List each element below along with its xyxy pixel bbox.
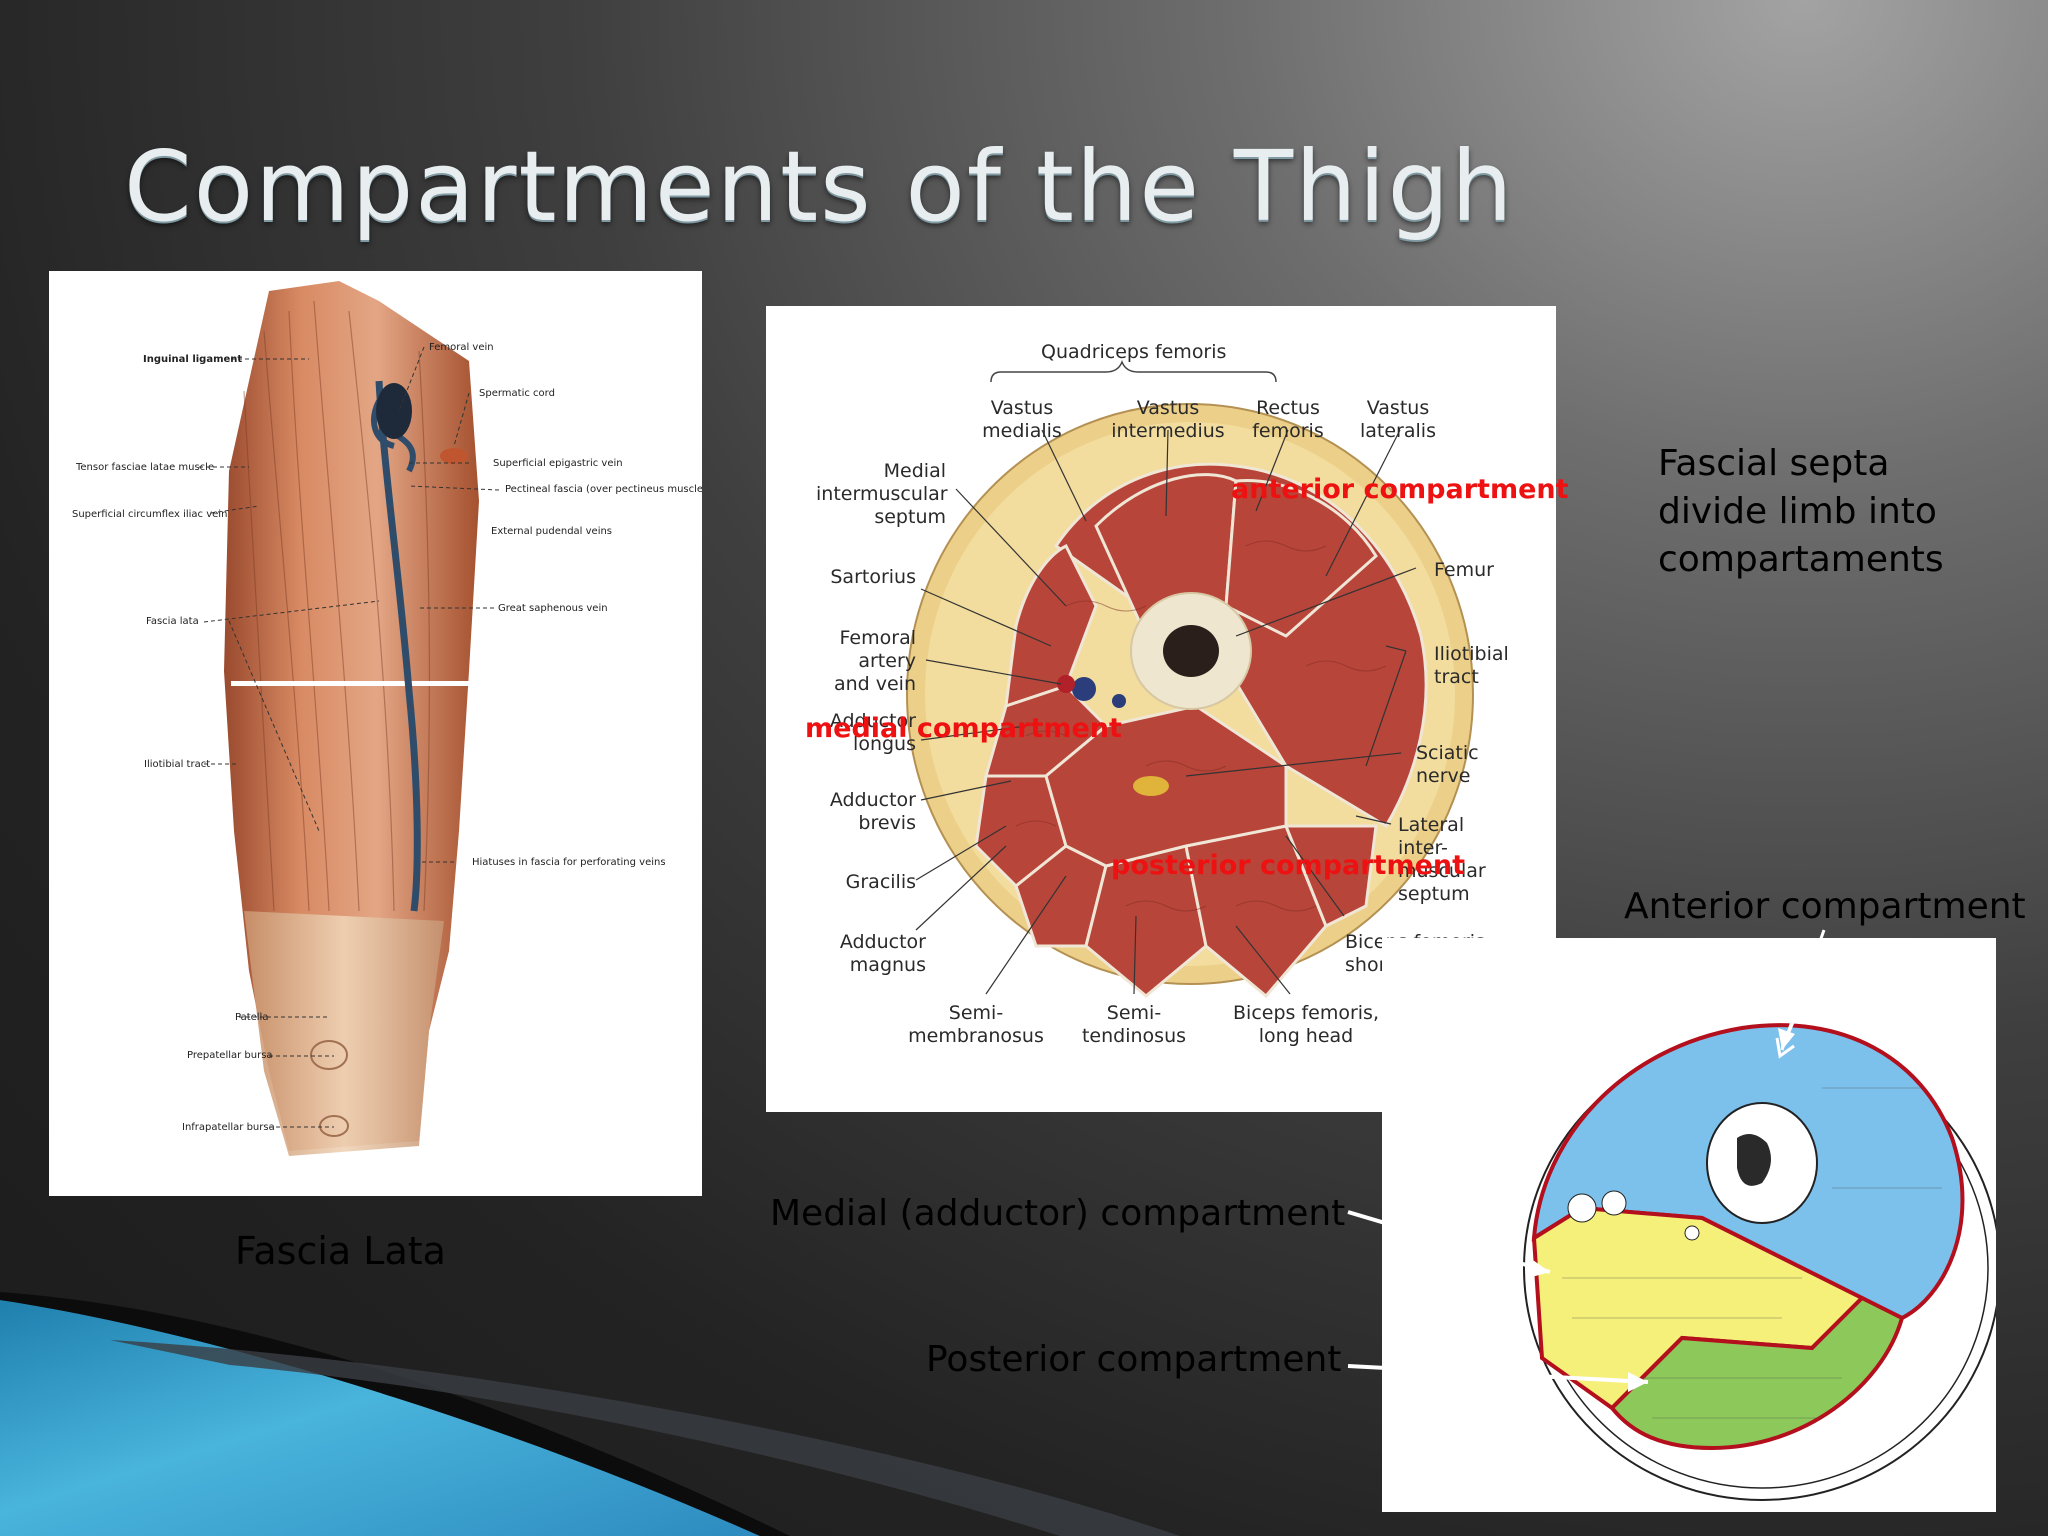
overlay-anterior-compartment: anterior compartment <box>1231 474 1569 505</box>
label-gracilis: Gracilis <box>845 871 916 893</box>
label-prepatellar-bursa: Prepatellar bursa <box>187 1050 273 1061</box>
label-quadriceps-femoris: Quadriceps femoris <box>1041 341 1227 363</box>
label-medial-adductor-compartment: Medial (adductor) compartment <box>770 1193 1346 1234</box>
label-superficial-circumflex-iliac-vein: Superficial circumflex iliac vein <box>72 509 228 520</box>
label-posterior-compartment: Posterior compartment <box>926 1339 1342 1380</box>
label-adductor-longus: Adductor longus <box>829 710 916 755</box>
label-hiatuses: Hiatuses in fascia for perforating veins <box>472 857 666 868</box>
label-medial-intermuscular-septum: Medial intermuscular septum <box>816 460 948 528</box>
label-vastus-medialis: Vastus medialis <box>982 397 1062 442</box>
label-inguinal-ligament: Inguinal ligament <box>143 354 243 365</box>
label-adductor-magnus: Adductor magnus <box>839 931 926 976</box>
label-vastus-intermedius: Vastus intermedius <box>1111 397 1225 442</box>
label-great-saphenous-vein: Great saphenous vein <box>498 603 608 614</box>
label-semitendinosus: Semi- tendinosus <box>1081 1002 1187 1047</box>
label-sciatic-nerve: Sciatic nerve <box>1416 742 1479 787</box>
label-superficial-epigastric-vein: Superficial epigastric vein <box>493 458 623 469</box>
overlay-posterior-compartment: posterior compartment <box>1111 850 1466 881</box>
label-femur: Femur <box>1434 559 1494 581</box>
slide-title: Compartments of the Thigh <box>124 130 1515 243</box>
fascial-septa-text: Fascial septa divide limb into compartam… <box>1658 440 1944 584</box>
label-femoral-vein: Femoral vein <box>429 342 494 353</box>
fascial-septa-line-3: compartaments <box>1658 539 1944 580</box>
label-lateral-intermuscular-septum: Lateral inter- muscular septum <box>1398 814 1486 905</box>
label-semimembranosus: Semi- membranosus <box>908 1002 1044 1047</box>
label-infrapatellar-bursa: Infrapatellar bursa <box>182 1122 275 1133</box>
label-external-pudendal-veins: External pudendal veins <box>491 526 613 537</box>
label-spermatic-cord: Spermatic cord <box>479 388 555 399</box>
label-tensor-fasciae-latae: Tensor fasciae latae muscle <box>76 462 215 473</box>
label-femoral-artery-vein: Femoral artery and vein <box>833 627 916 695</box>
label-pectineal-fascia: Pectineal fascia (over pectineus muscle) <box>505 484 702 495</box>
thigh-cross-section <box>906 359 1474 999</box>
label-fascia-lata: Fascia lata <box>146 616 199 627</box>
label-sartorius: Sartorius <box>830 566 916 588</box>
label-vastus-lateralis: Vastus lateralis <box>1360 397 1436 442</box>
fascia-lata-figure: Femoral vein Inguinal ligament Spermatic… <box>49 271 702 1196</box>
label-biceps-femoris-long-head: Biceps femoris, long head <box>1233 1002 1379 1047</box>
label-adductor-brevis: Adductor brevis <box>829 789 916 834</box>
fascial-septa-line-1: Fascial septa <box>1658 443 1890 484</box>
label-rectus-femoris: Rectus femoris <box>1252 397 1324 442</box>
label-patella: Patella <box>235 1012 269 1023</box>
fascial-septa-line-2: divide limb into <box>1658 491 1937 532</box>
label-iliotibial-tract: Iliotibial tract <box>144 759 211 770</box>
label-iliotibial-tract: Iliotibial tract <box>1434 643 1509 688</box>
label-anterior-compartment: Anterior compartment <box>1624 886 2026 927</box>
overlay-medial-compartment: medial compartment <box>805 713 1122 744</box>
fascia-lata-caption: Fascia Lata <box>235 1229 446 1273</box>
leg-illustration <box>199 281 521 1156</box>
